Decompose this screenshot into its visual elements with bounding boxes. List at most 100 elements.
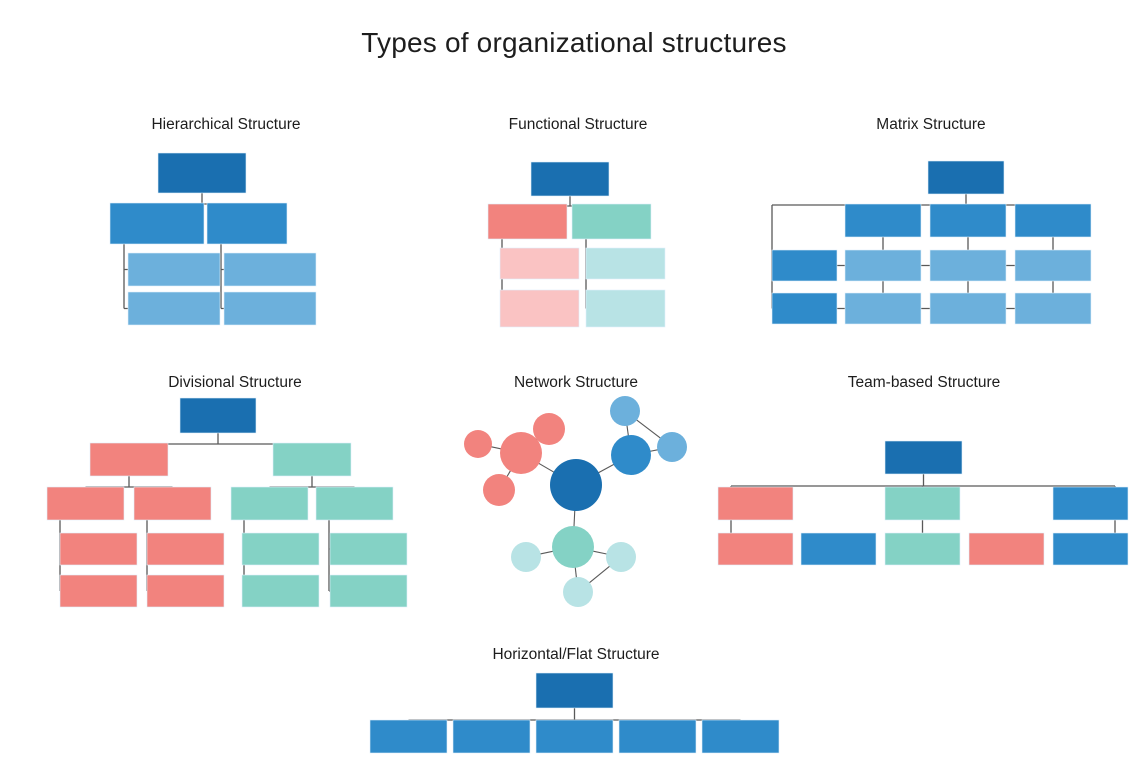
network-edge bbox=[592, 550, 608, 555]
divisional-unit-a-2[interactable] bbox=[133, 486, 212, 521]
panel-horizontal-flat bbox=[369, 672, 780, 754]
network-edge bbox=[574, 566, 578, 579]
functional-leaf-ops-2[interactable] bbox=[499, 289, 580, 328]
page-title: Types of organizational structures bbox=[361, 27, 787, 58]
network-edge bbox=[539, 550, 554, 555]
horizontal-flat-peer-1[interactable] bbox=[369, 719, 448, 754]
network-hub-red[interactable] bbox=[500, 432, 542, 474]
panel-title-functional: Functional Structure bbox=[508, 116, 648, 133]
functional-root[interactable] bbox=[530, 161, 610, 197]
matrix-row-head-1[interactable] bbox=[771, 249, 838, 282]
divisional-division-a[interactable] bbox=[89, 442, 169, 477]
matrix-cell-1-3[interactable] bbox=[1014, 249, 1092, 282]
matrix-col-head-3[interactable] bbox=[1014, 203, 1092, 238]
network-node-blue-top[interactable] bbox=[610, 396, 640, 426]
divisional-team-b-4[interactable] bbox=[329, 574, 408, 608]
connector-line bbox=[123, 244, 128, 310]
divisional-team-b-1[interactable] bbox=[241, 532, 320, 566]
connector-line bbox=[128, 433, 313, 445]
network-node-teal-right[interactable] bbox=[606, 542, 636, 572]
matrix-cell-1-1[interactable] bbox=[844, 249, 922, 282]
panel-network bbox=[464, 396, 687, 607]
network-edge bbox=[506, 469, 512, 478]
connector-line bbox=[85, 476, 173, 488]
network-edge bbox=[649, 449, 659, 452]
horizontal-flat-peer-4[interactable] bbox=[618, 719, 697, 754]
divisional-team-a-4[interactable] bbox=[146, 574, 225, 608]
network-hub-teal[interactable] bbox=[552, 526, 594, 568]
functional-leaf-support-1[interactable] bbox=[585, 247, 666, 280]
matrix-cell-1-2[interactable] bbox=[929, 249, 1007, 282]
matrix-col-head-2[interactable] bbox=[929, 203, 1007, 238]
panel-hierarchical bbox=[109, 152, 317, 326]
divisional-team-a-3[interactable] bbox=[59, 574, 138, 608]
matrix-cell-2-2[interactable] bbox=[929, 292, 1007, 325]
panel-divisional bbox=[46, 397, 408, 608]
network-node-teal-left[interactable] bbox=[511, 542, 541, 572]
horizontal-flat-root[interactable] bbox=[535, 672, 614, 709]
connector-line bbox=[220, 244, 224, 310]
divisional-unit-b-1[interactable] bbox=[230, 486, 309, 521]
functional-branch-ops[interactable] bbox=[487, 203, 568, 240]
hierarchical-leaf-right-2[interactable] bbox=[223, 291, 317, 326]
team-based-member-5[interactable] bbox=[1052, 532, 1129, 566]
network-edge bbox=[538, 462, 555, 473]
flat-trunk bbox=[408, 708, 741, 721]
team-based-team-lead-1[interactable] bbox=[717, 486, 794, 521]
network-edge bbox=[490, 446, 502, 450]
network-hub-blue[interactable] bbox=[611, 435, 651, 475]
matrix-col-head-1[interactable] bbox=[844, 203, 922, 238]
hierarchical-root[interactable] bbox=[157, 152, 247, 194]
panel-title-hierarchical: Hierarchical Structure bbox=[151, 116, 301, 133]
functional-branch-support[interactable] bbox=[571, 203, 652, 240]
network-node-teal-bottom[interactable] bbox=[563, 577, 593, 607]
functional-leaf-ops-1[interactable] bbox=[499, 247, 580, 280]
divisional-team-a-2[interactable] bbox=[146, 532, 225, 566]
hierarchical-leaf-left-1[interactable] bbox=[127, 252, 221, 287]
panel-team-based bbox=[717, 440, 1129, 566]
team-based-member-3[interactable] bbox=[884, 532, 961, 566]
divisional-unit-a-1[interactable] bbox=[46, 486, 125, 521]
panel-title-horizontal-flat: Horizontal/Flat Structure bbox=[492, 646, 660, 663]
matrix-cell-2-1[interactable] bbox=[844, 292, 922, 325]
network-node-red-top[interactable] bbox=[533, 413, 565, 445]
divisional-unit-b-2[interactable] bbox=[315, 486, 394, 521]
matrix-row-head-2[interactable] bbox=[771, 292, 838, 325]
hierarchical-branch-left[interactable] bbox=[109, 202, 205, 245]
functional-leaf-support-2[interactable] bbox=[585, 289, 666, 328]
connector-line bbox=[156, 193, 248, 205]
divisional-root[interactable] bbox=[179, 397, 257, 434]
connector-line bbox=[269, 476, 355, 488]
connector-line bbox=[526, 196, 613, 207]
panel-title-team-based: Team-based Structure bbox=[847, 374, 1001, 391]
divisional-team-a-1[interactable] bbox=[59, 532, 138, 566]
divisional-team-b-3[interactable] bbox=[241, 574, 320, 608]
network-edge bbox=[573, 509, 576, 528]
network-hub-center[interactable] bbox=[550, 459, 602, 511]
team-based-root[interactable] bbox=[884, 440, 963, 475]
matrix-cell-2-3[interactable] bbox=[1014, 292, 1092, 325]
divisional-team-b-2[interactable] bbox=[329, 532, 408, 566]
horizontal-flat-peer-3[interactable] bbox=[535, 719, 614, 754]
team-based-team-lead-2[interactable] bbox=[884, 486, 961, 521]
hierarchical-branch-right[interactable] bbox=[206, 202, 288, 245]
divisional-division-b[interactable] bbox=[272, 442, 352, 477]
matrix-root[interactable] bbox=[927, 160, 1005, 195]
network-node-red-bottom[interactable] bbox=[483, 474, 515, 506]
panel-functional bbox=[487, 161, 666, 328]
horizontal-flat-peer-2[interactable] bbox=[452, 719, 531, 754]
panel-title-network: Network Structure bbox=[513, 374, 639, 391]
team-based-member-2[interactable] bbox=[800, 532, 877, 566]
team-based-member-1[interactable] bbox=[717, 532, 794, 566]
connector-line bbox=[730, 474, 1116, 487]
network-edge bbox=[635, 419, 662, 439]
hierarchical-leaf-right-1[interactable] bbox=[223, 252, 317, 287]
hierarchical-leaf-left-2[interactable] bbox=[127, 291, 221, 326]
team-based-member-4[interactable] bbox=[968, 532, 1045, 566]
network-node-red-left[interactable] bbox=[464, 430, 492, 458]
team-based-team-lead-3[interactable] bbox=[1052, 486, 1129, 521]
horizontal-flat-peer-5[interactable] bbox=[701, 719, 780, 754]
network-node-blue-right[interactable] bbox=[657, 432, 687, 462]
